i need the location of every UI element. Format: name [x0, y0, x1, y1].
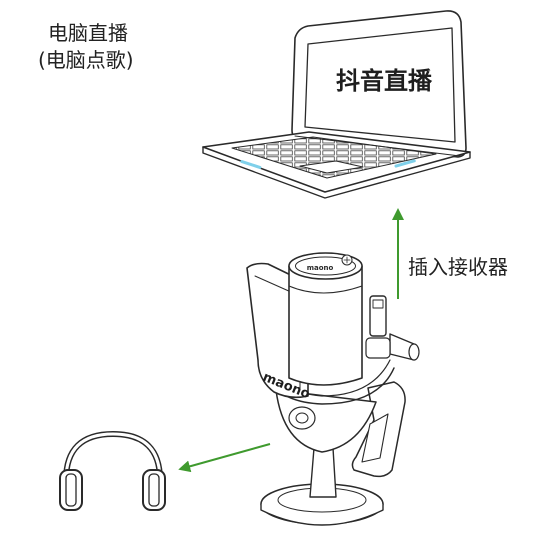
laptop-screen-text: 抖音直播: [336, 67, 432, 95]
led-right: [394, 159, 416, 168]
pc-song-request-subtitle: (电脑点歌): [38, 48, 134, 72]
pc-live-title: 电脑直播: [48, 21, 128, 45]
mic-cap-mark: maono: [307, 264, 334, 272]
laptop-icon: [202, 10, 471, 199]
insert-receiver-label: 插入接收器: [408, 255, 508, 279]
led-left: [240, 160, 262, 169]
arrow-left-icon: [178, 443, 271, 473]
headphones-icon: [59, 431, 166, 511]
microphone-icon: [246, 252, 420, 526]
